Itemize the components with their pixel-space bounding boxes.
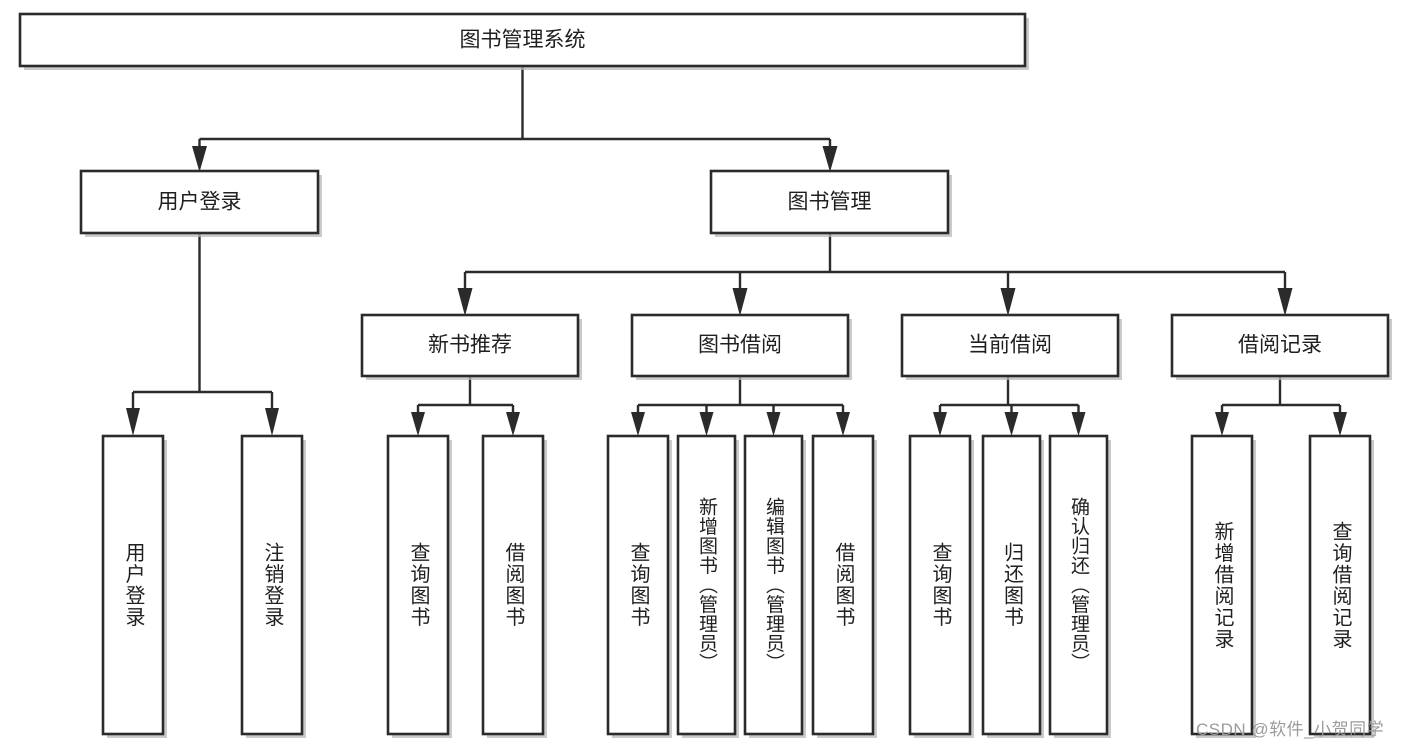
node-new-book-rec-box[interactable] xyxy=(360,313,580,378)
arrow-head-leaf-user-login xyxy=(126,408,140,436)
node-current-borrow-box[interactable] xyxy=(900,313,1120,378)
watermark-text: CSDN @软件_小贺同学 xyxy=(1196,720,1385,739)
arrow-head-borrow-record xyxy=(1277,288,1293,316)
connector-layer xyxy=(126,66,1347,436)
leaf-return-book[interactable] xyxy=(981,434,1044,738)
arrow-head-current-borrow xyxy=(1000,288,1016,316)
node-new-book-rec[interactable]: 新书推荐 xyxy=(360,313,580,378)
leaf-return-book-box[interactable] xyxy=(981,434,1042,736)
node-current-borrow[interactable]: 当前借阅 xyxy=(900,313,1120,378)
node-current-borrow-label: 当前借阅 xyxy=(968,334,1052,357)
leaf-logout[interactable] xyxy=(240,434,306,738)
node-book-borrow-label: 图书借阅 xyxy=(698,334,782,357)
leaf-confirm-return[interactable] xyxy=(1048,434,1111,738)
arrow-head-book-manage xyxy=(822,146,838,172)
arrow-head-leaf-borrow-book-rec xyxy=(506,412,520,436)
leaf-box-layer xyxy=(101,434,1374,738)
arrow-head-leaf-confirm-return xyxy=(1071,412,1086,436)
node-book-manage[interactable]: 图书管理 xyxy=(709,169,950,235)
arrow-head-leaf-logout xyxy=(265,408,279,436)
arrow-head-book-borrow xyxy=(732,288,748,316)
arrow-head-leaf-query-book-bor xyxy=(631,412,645,436)
leaf-borrow-book-bor[interactable] xyxy=(811,434,877,738)
leaf-query-record[interactable] xyxy=(1308,434,1374,738)
node-book-borrow[interactable]: 图书借阅 xyxy=(630,313,850,378)
arrow-head-leaf-query-record xyxy=(1333,412,1347,436)
node-borrow-record[interactable]: 借阅记录 xyxy=(1170,313,1390,378)
leaf-user-login[interactable] xyxy=(101,434,167,738)
arrow-head-leaf-query-book-rec xyxy=(411,412,425,436)
leaf-add-book[interactable] xyxy=(676,434,739,738)
leaf-edit-book-box[interactable] xyxy=(743,434,804,736)
leaf-user-login-box[interactable] xyxy=(101,434,165,736)
leaf-query-book-rec[interactable] xyxy=(386,434,452,738)
leaf-query-book-cur-box[interactable] xyxy=(908,434,972,736)
leaf-add-record-box[interactable] xyxy=(1190,434,1254,736)
leaf-add-book-box[interactable] xyxy=(676,434,737,736)
node-book-manage-box[interactable] xyxy=(709,169,950,235)
node-user-login-box[interactable] xyxy=(79,169,320,235)
leaf-edit-book[interactable] xyxy=(743,434,806,738)
arrow-head-leaf-add-book xyxy=(699,412,714,436)
leaf-add-record[interactable] xyxy=(1190,434,1256,738)
arrow-head-new-book-rec xyxy=(457,288,473,316)
node-root[interactable]: 图书管理系统 xyxy=(18,12,1027,68)
node-user-login-label: 用户登录 xyxy=(158,191,242,214)
arrow-head-leaf-return-book xyxy=(1004,412,1019,436)
leaf-query-book-bor[interactable] xyxy=(606,434,672,738)
leaf-borrow-book-rec[interactable] xyxy=(481,434,547,738)
leaf-query-book-rec-box[interactable] xyxy=(386,434,450,736)
node-new-book-rec-label: 新书推荐 xyxy=(428,334,512,357)
arrow-head-user-login xyxy=(192,146,207,172)
node-root-box[interactable] xyxy=(18,12,1027,68)
leaf-confirm-return-box[interactable] xyxy=(1048,434,1109,736)
node-book-manage-label: 图书管理 xyxy=(788,191,872,214)
node-book-borrow-box[interactable] xyxy=(630,313,850,378)
leaf-borrow-book-rec-box[interactable] xyxy=(481,434,545,736)
node-root-label: 图书管理系统 xyxy=(460,29,586,52)
arrow-head-leaf-query-book-cur xyxy=(933,412,947,436)
leaf-query-book-cur[interactable] xyxy=(908,434,974,738)
leaf-logout-box[interactable] xyxy=(240,434,304,736)
node-borrow-record-box[interactable] xyxy=(1170,313,1390,378)
node-user-login[interactable]: 用户登录 xyxy=(79,169,320,235)
arrow-head-leaf-edit-book xyxy=(766,412,781,436)
arrow-head-leaf-borrow-book-bor xyxy=(836,412,850,436)
leaf-query-book-bor-box[interactable] xyxy=(606,434,670,736)
leaf-borrow-book-bor-box[interactable] xyxy=(811,434,875,736)
leaf-query-record-box[interactable] xyxy=(1308,434,1372,736)
arrow-head-leaf-add-record xyxy=(1215,412,1229,436)
node-borrow-record-label: 借阅记录 xyxy=(1238,334,1322,357)
